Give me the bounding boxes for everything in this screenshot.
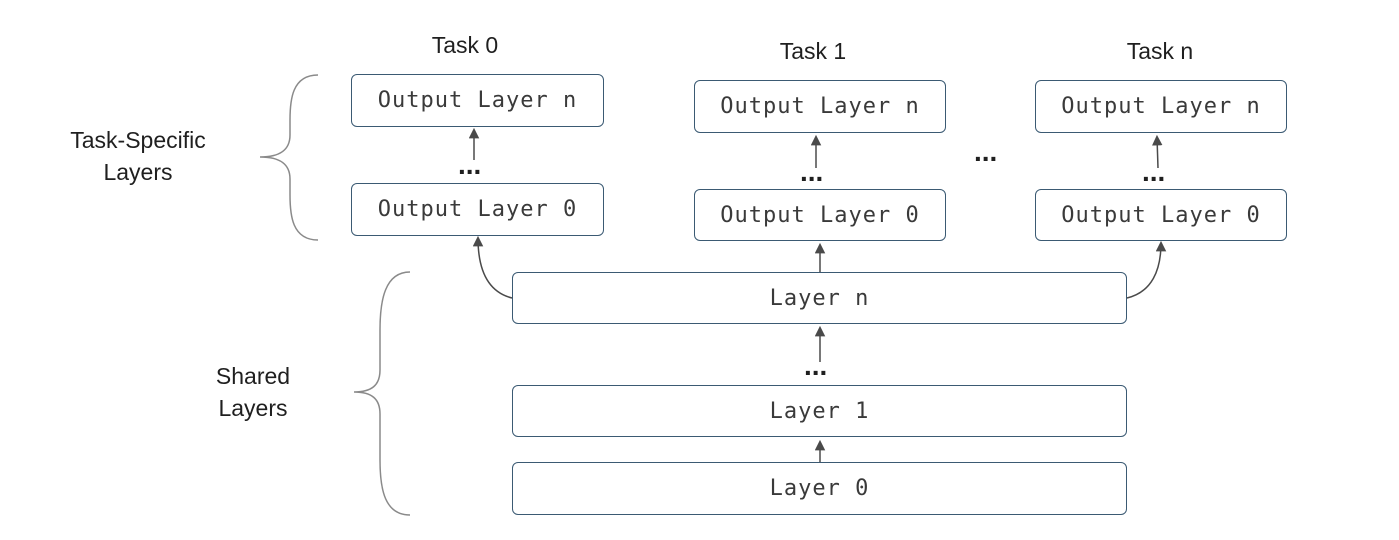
shared-brace xyxy=(353,271,411,516)
task-specific-label-line1: Task-Specific xyxy=(70,127,206,153)
shared-ellipsis: ... xyxy=(804,350,828,381)
task1-output-layer-bottom: Output Layer 0 xyxy=(694,189,946,241)
arrow-shared-to-taskn xyxy=(1126,240,1167,299)
shared-layer-bottom: Layer 0 xyxy=(512,462,1127,515)
task1-output-layer-top: Output Layer n xyxy=(694,80,946,133)
shared-layer-top: Layer n xyxy=(512,272,1127,324)
taskn-output-layer-top: Output Layer n xyxy=(1035,80,1287,133)
task0-ellipsis: ... xyxy=(458,149,482,180)
task-specific-brace xyxy=(259,74,319,241)
arrow-shared-to-task0 xyxy=(472,235,513,299)
shared-label-line1: Shared xyxy=(215,363,291,389)
task-title-0: Task 0 xyxy=(431,32,499,58)
shared-label-line2: Layers xyxy=(218,395,288,421)
task-specific-label: Task-Specific Layers xyxy=(48,124,228,188)
task0-output-layer-top: Output Layer n xyxy=(351,74,604,127)
shared-label: Shared Layers xyxy=(193,360,313,424)
taskn-output-layer-bottom: Output Layer 0 xyxy=(1035,189,1287,241)
tasks-ellipsis: ... xyxy=(974,136,998,167)
task0-output-layer-bottom: Output Layer 0 xyxy=(351,183,604,236)
task-title-1: Task 1 xyxy=(779,38,847,64)
shared-layer-middle: Layer 1 xyxy=(512,385,1127,437)
arrow-taskn-dots-to-top xyxy=(1152,134,1163,169)
task-title-n: Task n xyxy=(1126,38,1194,64)
task1-ellipsis: ... xyxy=(800,156,824,187)
task-specific-label-line2: Layers xyxy=(103,159,173,185)
taskn-ellipsis: ... xyxy=(1142,156,1166,187)
